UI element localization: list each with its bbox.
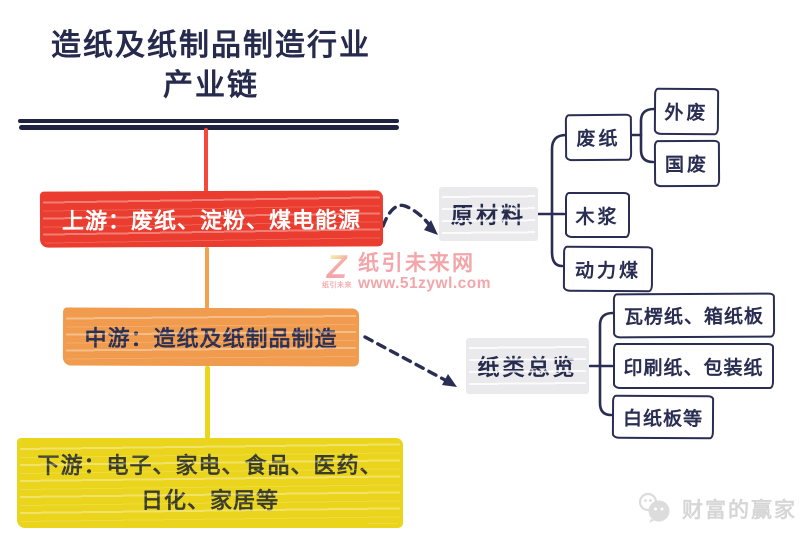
raw-materials-label: 原材料 [450, 203, 526, 228]
paper-overview-node: 纸类总览 [466, 338, 589, 394]
top-rule-lower [19, 125, 399, 130]
downstream-label-line1: 下游：电子、家电、食品、医药、 [37, 453, 383, 478]
waste-paper-node: 废纸 [564, 113, 633, 162]
brand-watermark-label: 财富的赢家 [682, 499, 797, 522]
corrugated-paper-node: 瓦楞纸、箱纸板 [612, 292, 776, 339]
printing-paper-label: 印刷纸、包装纸 [623, 357, 764, 379]
site-watermark-caption: 纸引未来 [322, 282, 352, 289]
connector-yellow-line [205, 366, 210, 439]
waste-paper-label: 废纸 [576, 128, 621, 151]
page-title: 造纸及纸制品制造行业 产业链 [20, 26, 402, 106]
printing-paper-node: 印刷纸、包装纸 [613, 343, 774, 389]
thermal-coal-node: 动力煤 [562, 245, 654, 293]
dashed-arrow-upstream [381, 203, 438, 235]
domestic-waste-node: 国废 [653, 139, 721, 188]
bracket-paper-overview [588, 311, 615, 417]
dashed-arrow-midstream [363, 335, 457, 387]
site-watermark: Z 纸引未来 纸引未来网 www.51zywl.com [322, 248, 491, 292]
downstream-box: 下游：电子、家电、食品、医药、 日化、家居等 [17, 438, 403, 528]
thermal-coal-label: 动力煤 [574, 260, 642, 282]
foreign-waste-node: 外废 [653, 87, 720, 136]
wechat-icon [638, 492, 670, 523]
wood-pulp-node: 木浆 [565, 192, 630, 238]
site-watermark-text: 纸引未来网 www.51zywl.com [358, 252, 491, 292]
wood-pulp-label: 木浆 [575, 206, 620, 228]
white-board-node: 白纸板等 [611, 394, 715, 440]
midstream-label: 中游：造纸及纸制品制造 [84, 325, 338, 352]
corrugated-paper-label: 瓦楞纸、箱纸板 [623, 306, 765, 329]
bracket-raw-materials [536, 133, 568, 268]
downstream-label-line2: 日化、家居等 [140, 488, 279, 513]
top-rule-upper [18, 119, 399, 123]
z-logo-icon: Z [323, 248, 351, 285]
page-title-line1: 造纸及纸制品制造行业 [51, 29, 371, 62]
paper-overview-label: 纸类总览 [477, 355, 578, 380]
page-title-line2: 产业链 [163, 69, 259, 102]
foreign-waste-label: 外废 [664, 102, 709, 125]
connector-red-line [204, 128, 208, 192]
connector-orange-line [205, 247, 209, 309]
domestic-waste-label: 国废 [664, 154, 710, 177]
upstream-box: 上游：废纸、淀粉、煤电能源 [39, 190, 384, 248]
raw-materials-node: 原材料 [439, 187, 538, 241]
site-watermark-url: www.51zywl.com [358, 275, 492, 292]
upstream-label: 上游：废纸、淀粉、煤电能源 [61, 207, 362, 234]
brand-watermark: 财富的赢家 [636, 492, 797, 526]
site-watermark-logo: Z 纸引未来 [322, 248, 352, 290]
site-watermark-name: 纸引未来网 [358, 252, 476, 275]
white-board-label: 白纸板等 [622, 408, 704, 430]
midstream-box: 中游：造纸及纸制品制造 [62, 307, 360, 367]
